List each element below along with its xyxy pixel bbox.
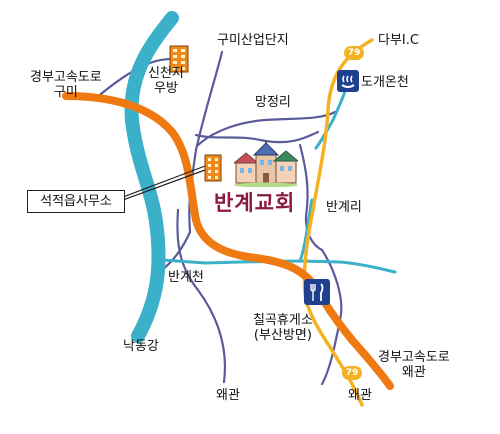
label-sincheonji: 신천지 우방	[148, 66, 184, 96]
building-icon	[169, 45, 189, 73]
gyeongbu-expressway	[62, 92, 394, 390]
label-text: 경부고속도로 구미	[30, 70, 102, 100]
label-waegwan: 왜관	[216, 388, 240, 403]
local-road	[176, 208, 227, 384]
church-name: 반계교회	[214, 190, 296, 215]
label-nakdong: 낙동강	[123, 339, 159, 354]
label-gumi-industrial: 구미산업단지	[217, 33, 289, 48]
nakdong-river	[124, 11, 179, 343]
label-seokjeok-office: 석적읍사무소	[27, 190, 125, 213]
label-gyeongbu-gumi: 경부고속도로 구미	[30, 70, 102, 100]
local-road	[194, 130, 320, 144]
label-text: 칠곡휴게소 (부산방면)	[253, 313, 313, 343]
route-79-badge: 79	[342, 366, 362, 380]
label-dabu-ic: 다부I.C	[378, 33, 419, 48]
label-chilgok-rest: 칠곡휴게소 (부산방면)	[253, 313, 313, 343]
local-road	[188, 50, 224, 234]
hot-spring-icon	[337, 70, 359, 92]
pointer-line	[122, 169, 206, 201]
local-road	[298, 143, 324, 252]
label-dogae-spa: 도개온천	[361, 75, 409, 90]
local-road	[196, 110, 337, 147]
pointer-line	[122, 165, 206, 198]
route-79-badge: 79	[344, 46, 364, 60]
building-icon	[204, 154, 222, 182]
local-road	[160, 230, 192, 272]
label-bangye-cheon: 반계천	[168, 270, 204, 285]
label-text: 경부고속도로 왜관	[378, 350, 450, 380]
label-mangjeong: 망정리	[255, 95, 291, 110]
label-gyeongbu-waegwan: 경부고속도로 왜관	[378, 350, 450, 380]
label-bangye-ri: 반계리	[326, 200, 362, 215]
label-waegwan: 왜관	[348, 388, 372, 403]
church-icon	[234, 141, 298, 187]
route-79-road	[302, 38, 374, 407]
restaurant-icon	[304, 279, 330, 305]
bangye-stream	[298, 198, 314, 263]
label-text: 신천지 우방	[148, 66, 184, 96]
